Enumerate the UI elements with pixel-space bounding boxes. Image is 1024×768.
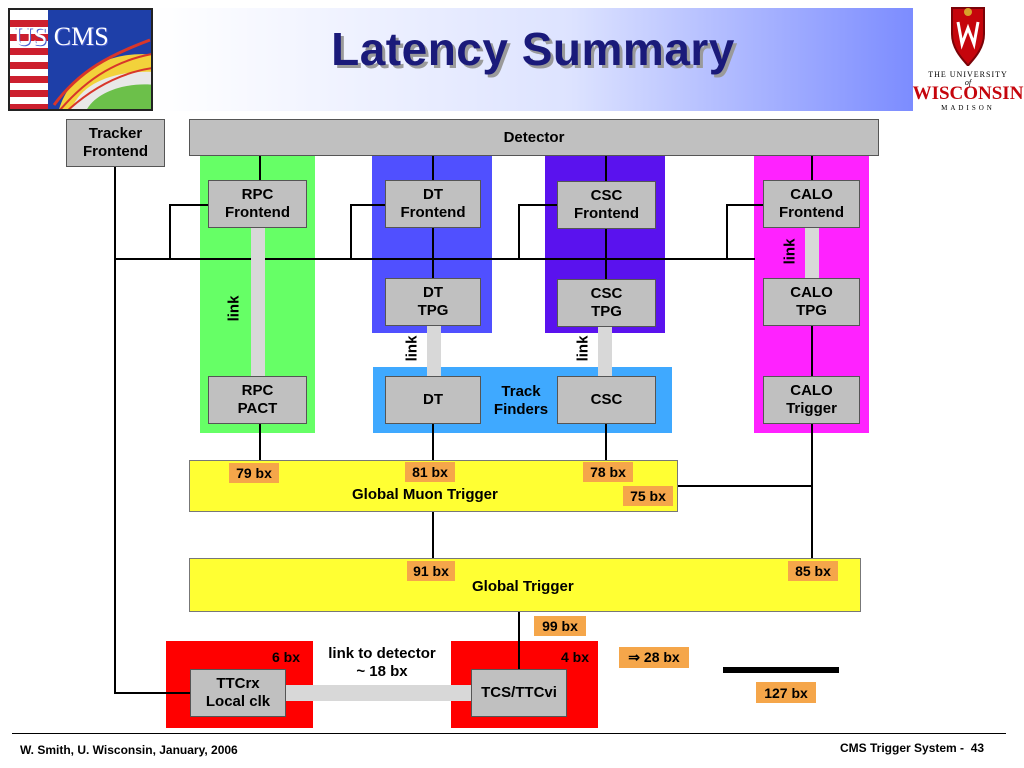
footer-right: CMS Trigger System - 43 bbox=[840, 741, 985, 755]
detector-calo-line bbox=[811, 155, 813, 181]
detector-csc-line bbox=[605, 155, 607, 181]
footer-left: W. Smith, U. Wisconsin, January, 2006 bbox=[20, 743, 238, 757]
dt-frontend-tpg-line bbox=[432, 228, 434, 278]
dt-link-bar bbox=[427, 326, 441, 376]
csc-tpg-box: CSC TPG bbox=[557, 279, 656, 327]
timing-link-bar bbox=[286, 685, 471, 701]
uscms-logo-text: US CMS bbox=[14, 22, 109, 51]
uw-logo-line3: MADISON bbox=[941, 104, 995, 112]
csc-to-gmt-line bbox=[605, 424, 607, 461]
footer-rule bbox=[12, 733, 1006, 734]
rpc-frontend-box: RPC Frontend bbox=[208, 180, 307, 228]
dt-track-finder-box: DT bbox=[385, 376, 481, 424]
csc-clock-branch bbox=[518, 204, 520, 260]
calo-trigger-box: CALO Trigger bbox=[763, 376, 860, 424]
csc-link-label: link bbox=[574, 335, 592, 362]
global-trigger-label: Global Trigger bbox=[472, 578, 574, 595]
extra-latency-tag: ⇒ 28 bx bbox=[619, 647, 689, 668]
link-to-detector-label: link to detector ~ 18 bx bbox=[328, 645, 436, 680]
uw-logo-name: WISCONSIN bbox=[912, 83, 1024, 104]
dt-tpg-box: DT TPG bbox=[385, 278, 481, 326]
tracker-frontend-box: Tracker Frontend bbox=[66, 119, 165, 167]
tcs-ttcvi-box: TCS/TTCvi bbox=[471, 669, 567, 717]
clock-distribution-line bbox=[114, 258, 755, 260]
tcs-latency-tag: 4 bx bbox=[560, 649, 589, 665]
detector-box: Detector bbox=[189, 119, 879, 156]
dt-clock-branch bbox=[350, 204, 352, 260]
gt-output-latency-tag: 99 bx bbox=[534, 616, 586, 636]
uscms-logo-graphic bbox=[10, 10, 151, 109]
rpc-clock-branch bbox=[169, 204, 171, 260]
dt-latency-tag: 81 bx bbox=[405, 462, 455, 482]
global-trigger-bar bbox=[189, 558, 861, 612]
calo-link-label: link bbox=[781, 238, 799, 265]
tracker-vertical-line bbox=[114, 167, 116, 694]
dt-frontend-box: DT Frontend bbox=[385, 180, 481, 228]
total-latency-bar bbox=[723, 667, 839, 673]
csc-frontend-box: CSC Frontend bbox=[557, 181, 656, 229]
gmt-to-gt-latency-tag: 91 bx bbox=[407, 561, 455, 581]
dt-link-label: link bbox=[403, 335, 421, 362]
uscms-logo: US CMS bbox=[8, 8, 153, 111]
csc-track-finder-box: CSC bbox=[557, 376, 656, 424]
rpc-link-label: link bbox=[225, 295, 243, 322]
rpc-latency-tag: 79 bx bbox=[229, 463, 279, 483]
uw-crest-icon bbox=[951, 7, 985, 67]
tracker-to-ttcrx-line bbox=[114, 692, 190, 694]
track-finders-label: Track Finders bbox=[493, 383, 549, 418]
calo-tpg-box: CALO TPG bbox=[763, 278, 860, 326]
csc-link-bar bbox=[598, 326, 612, 376]
rpc-pact-box: RPC PACT bbox=[208, 376, 307, 424]
calo-to-gt-line bbox=[811, 424, 813, 559]
gt-to-tcs-line bbox=[518, 612, 520, 672]
rpc-to-gmt-line bbox=[259, 424, 261, 461]
csc-latency-tag: 78 bx bbox=[583, 462, 633, 482]
uw-logo-line1: THE UNIVERSITY bbox=[928, 70, 1008, 79]
ttcrx-latency-tag: 6 bx bbox=[271, 649, 300, 665]
calo-to-gmt-line bbox=[677, 485, 812, 487]
calo-clock-tick bbox=[726, 204, 764, 206]
detector-rpc-line bbox=[259, 155, 261, 181]
csc-clock-tick bbox=[518, 204, 558, 206]
rpc-clock-tick bbox=[169, 204, 209, 206]
csc-frontend-tpg-line bbox=[605, 228, 607, 280]
gmt-to-gt-line bbox=[432, 511, 434, 559]
rpc-link-bar bbox=[251, 228, 265, 377]
uw-logo: THE UNIVERSITY of WISCONSIN MADISON bbox=[912, 4, 1024, 114]
total-latency-tag: 127 bx bbox=[756, 682, 816, 703]
global-muon-trigger-label: Global Muon Trigger bbox=[352, 486, 498, 503]
page-title: Latency Summary bbox=[331, 23, 735, 75]
uw-logo-line2: of bbox=[964, 78, 972, 87]
calo-clock-branch bbox=[726, 204, 728, 260]
gmt-output-latency-tag: 75 bx bbox=[623, 486, 673, 506]
calo-to-gt-latency-tag: 85 bx bbox=[788, 561, 838, 581]
detector-dt-line bbox=[432, 155, 434, 181]
ttcrx-box: TTCrx Local clk bbox=[190, 669, 286, 717]
dt-to-gmt-line bbox=[432, 424, 434, 461]
dt-clock-tick bbox=[350, 204, 386, 206]
calo-link-bar bbox=[805, 228, 819, 278]
calo-tpg-trigger-line bbox=[811, 326, 813, 376]
calo-frontend-box: CALO Frontend bbox=[763, 180, 860, 228]
header-band bbox=[153, 8, 913, 111]
